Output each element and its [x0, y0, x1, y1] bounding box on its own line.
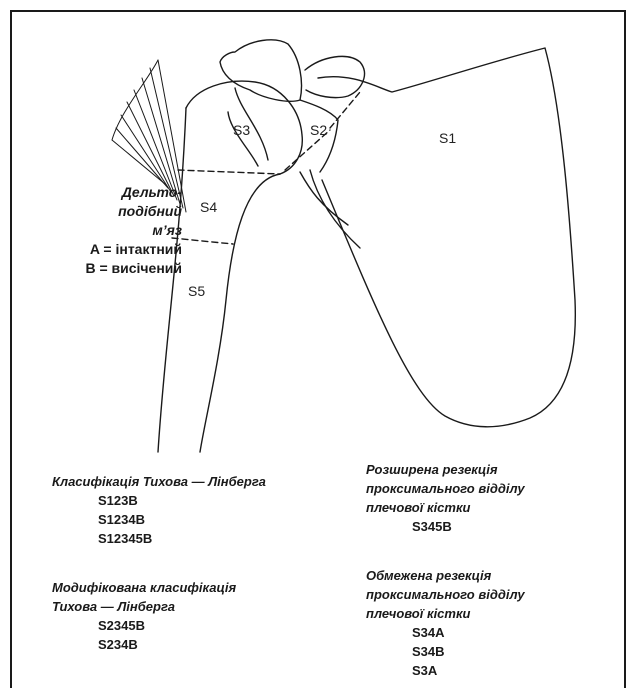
classification-heading: Обмежена резекція — [366, 566, 525, 585]
classification-heading: плечової кістки — [366, 498, 525, 517]
segment-label-s2: S2 — [310, 122, 327, 138]
classification-code: S234B — [52, 635, 236, 654]
segment-label-s5: S5 — [188, 283, 205, 299]
classification-code: S123B — [52, 491, 266, 510]
segment-label-s3: S3 — [233, 122, 250, 138]
deltoid-legend: Дельто- подібний м’яз A = інтактний B = … — [34, 183, 182, 278]
classification-heading: Тихова — Лінберга — [52, 597, 236, 616]
extended-resection: Розширена резекція проксимального відділ… — [366, 460, 525, 536]
classification-heading: проксимального відділу — [366, 479, 525, 498]
segment-label-s4: S4 — [200, 199, 217, 215]
classification-heading: плечової кістки — [366, 604, 525, 623]
classification-code: S34B — [366, 642, 525, 661]
classification-code: S34A — [366, 623, 525, 642]
classification-heading: Розширена резекція — [366, 460, 525, 479]
resection-line-s3-s4 — [178, 170, 280, 174]
deltoid-name: Дельто- — [34, 183, 182, 202]
deltoid-state-resected: B = висічений — [34, 259, 182, 278]
tikhoff-linberg-classification: Класифікація Тихова — Лінберга S123B S12… — [52, 472, 266, 548]
scapula-outline — [318, 48, 575, 427]
segment-label-s1: S1 — [439, 130, 456, 146]
deltoid-name: подібний — [34, 202, 182, 221]
modified-classification: Модифікована класифікація Тихова — Лінбе… — [52, 578, 236, 654]
glenoid-line — [300, 172, 348, 225]
limited-resection: Обмежена резекція проксимального відділу… — [366, 566, 525, 680]
classification-heading: Класифікація Тихова — Лінберга — [52, 472, 266, 491]
classification-code: S2345B — [52, 616, 236, 635]
classification-code: S345B — [366, 517, 525, 536]
humerus-right-border — [200, 174, 280, 452]
classification-code: S3A — [366, 661, 525, 680]
classification-heading: Модифікована класифікація — [52, 578, 236, 597]
classification-heading: проксимального відділу — [366, 585, 525, 604]
deltoid-name: м’яз — [34, 221, 182, 240]
classification-code: S12345B — [52, 529, 266, 548]
acromion-outline — [220, 40, 302, 101]
glenoid-line — [310, 170, 360, 248]
classification-code: S1234B — [52, 510, 266, 529]
deltoid-state-intact: A = інтактний — [34, 240, 182, 259]
